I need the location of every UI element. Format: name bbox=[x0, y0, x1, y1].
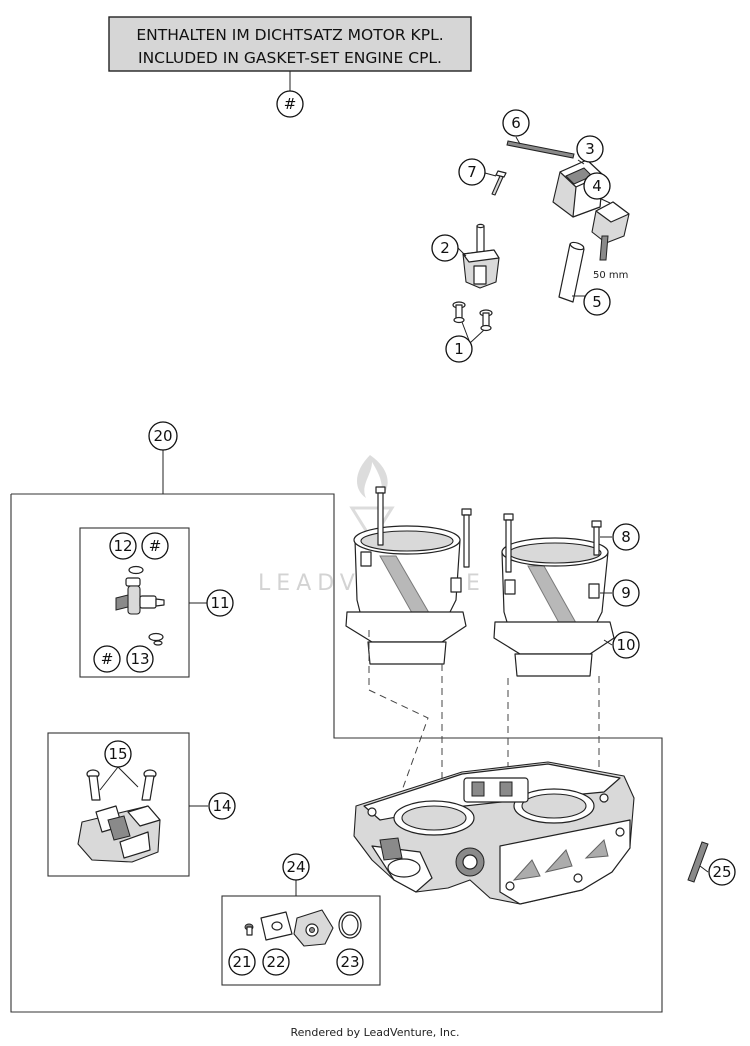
callout-10: 10 bbox=[612, 631, 640, 659]
callout-9: 9 bbox=[612, 579, 640, 607]
assembly-20-frame bbox=[10, 493, 663, 1013]
callout-hash-13: # bbox=[93, 645, 121, 673]
gasket-set-note: ENTHALTEN IM DICHTSATZ MOTOR KPL. INCLUD… bbox=[108, 16, 472, 91]
svg-text:4: 4 bbox=[592, 177, 602, 195]
callout-13: 13 bbox=[126, 645, 154, 673]
svg-text:15: 15 bbox=[108, 745, 127, 763]
callout-14: 14 bbox=[208, 792, 236, 820]
part-25-pin bbox=[687, 841, 709, 883]
callout-8: 8 bbox=[612, 523, 640, 551]
svg-text:#: # bbox=[149, 537, 162, 555]
svg-text:9: 9 bbox=[621, 584, 631, 602]
part-22-sensor bbox=[293, 909, 334, 947]
svg-text:11: 11 bbox=[210, 594, 229, 612]
callout-7: 7 bbox=[458, 158, 486, 186]
throttle-body bbox=[353, 761, 635, 905]
svg-text:13: 13 bbox=[130, 650, 149, 668]
svg-text:3: 3 bbox=[585, 140, 595, 158]
part-14-cable-housing bbox=[77, 805, 161, 863]
throttle-cable-group bbox=[47, 732, 208, 877]
part-6-rod bbox=[506, 140, 575, 159]
part-22-gasket bbox=[260, 911, 293, 941]
part-2-actuator bbox=[462, 223, 500, 289]
callout-5: 5 bbox=[583, 288, 611, 316]
svg-text:14: 14 bbox=[212, 797, 231, 815]
footer-credit: Rendered by LeadVenture, Inc. bbox=[290, 1026, 459, 1039]
svg-text:#: # bbox=[284, 95, 297, 113]
callout-11: 11 bbox=[206, 589, 234, 617]
callout-hash-note: # bbox=[276, 90, 304, 118]
part-8-bolts bbox=[375, 486, 602, 573]
svg-text:7: 7 bbox=[467, 163, 477, 181]
callout-hash-12: # bbox=[141, 532, 169, 560]
position-sensor-group bbox=[221, 880, 381, 986]
callouts: # 6 3 7 4 2 5 1 20 12 # 8 9 11 10 # 13 1… bbox=[93, 90, 736, 976]
svg-text:2: 2 bbox=[440, 239, 450, 257]
svg-text:1: 1 bbox=[454, 340, 464, 358]
svg-text:23: 23 bbox=[340, 953, 359, 971]
callout-12: 12 bbox=[109, 532, 137, 560]
part-5-hose bbox=[558, 241, 585, 303]
callout-23: 23 bbox=[336, 948, 364, 976]
callout-20: 20 bbox=[148, 421, 178, 451]
callout-22: 22 bbox=[262, 948, 290, 976]
callout-3: 3 bbox=[576, 135, 604, 163]
callout-21: 21 bbox=[228, 948, 256, 976]
part-23-o-ring bbox=[338, 911, 362, 939]
part-4-connector bbox=[591, 201, 630, 261]
svg-text:20: 20 bbox=[153, 427, 172, 445]
part-9-spacers bbox=[360, 551, 600, 599]
svg-text:10: 10 bbox=[616, 636, 635, 654]
svg-text:6: 6 bbox=[511, 114, 521, 132]
part-1-screws bbox=[452, 301, 493, 332]
part-11-injector bbox=[115, 577, 165, 615]
callout-6: 6 bbox=[502, 109, 530, 137]
callout-25: 25 bbox=[708, 858, 736, 886]
note-line-de: ENTHALTEN IM DICHTSATZ MOTOR KPL. bbox=[136, 26, 443, 44]
svg-text:22: 22 bbox=[266, 953, 285, 971]
alignment-lines bbox=[368, 630, 600, 811]
svg-text:12: 12 bbox=[113, 537, 132, 555]
callout-1: 1 bbox=[445, 335, 473, 363]
part-7-screw bbox=[491, 170, 507, 196]
hose-length-label: 50 mm bbox=[593, 270, 628, 281]
callout-15: 15 bbox=[104, 740, 132, 768]
svg-text:21: 21 bbox=[232, 953, 251, 971]
svg-text:5: 5 bbox=[592, 293, 602, 311]
callout-24: 24 bbox=[282, 853, 310, 881]
part-15-cable-ends bbox=[86, 769, 157, 801]
svg-text:24: 24 bbox=[286, 858, 305, 876]
note-line-en: INCLUDED IN GASKET-SET ENGINE CPL. bbox=[138, 49, 442, 67]
injector-group bbox=[79, 527, 207, 678]
svg-text:#: # bbox=[101, 650, 114, 668]
part-21-screw bbox=[244, 923, 254, 936]
callout-4: 4 bbox=[583, 172, 611, 200]
intake-manifold-left bbox=[345, 525, 467, 665]
intake-manifold-right bbox=[493, 537, 615, 677]
svg-text:25: 25 bbox=[712, 863, 731, 881]
callout-2: 2 bbox=[431, 234, 459, 262]
svg-text:8: 8 bbox=[621, 528, 631, 546]
